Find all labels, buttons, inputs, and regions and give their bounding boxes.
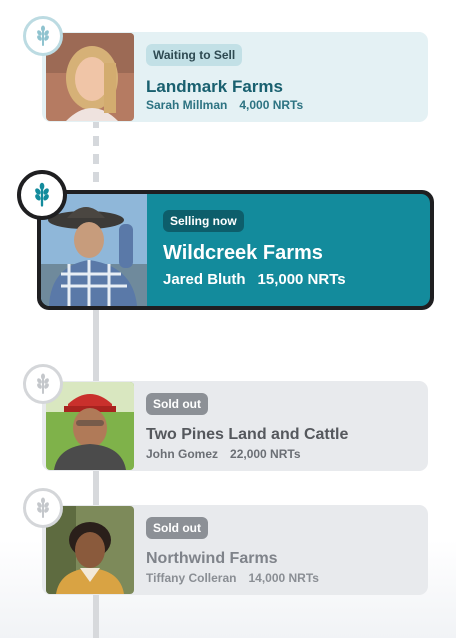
listing-card-two-pines[interactable]: Sold out Two Pines Land and Cattle John … bbox=[42, 381, 428, 471]
listing-meta: John Gomez 22,000 NRTs bbox=[146, 447, 301, 461]
wheat-icon bbox=[37, 497, 49, 518]
listing-card-northwind[interactable]: Sold out Northwind Farms Tiffany Collera… bbox=[42, 505, 428, 595]
nrt-amount: 14,000 NRTs bbox=[248, 571, 319, 585]
status-badge: Sold out bbox=[146, 517, 208, 539]
timeline-dashed-line bbox=[93, 118, 99, 194]
farm-name: Northwind Farms bbox=[146, 550, 278, 567]
farmer-name: Sarah Millman bbox=[146, 98, 228, 112]
farmer-photo bbox=[46, 382, 134, 470]
listing-card-wildcreek[interactable]: Selling now Wildcreek Farms Jared Bluth 1… bbox=[37, 190, 434, 310]
status-badge: Selling now bbox=[163, 210, 244, 232]
timeline-node-2 bbox=[17, 170, 67, 220]
nrt-amount: 15,000 NRTs bbox=[257, 271, 346, 288]
nrt-amount: 22,000 NRTs bbox=[230, 447, 301, 461]
farmer-name: Tiffany Colleran bbox=[146, 571, 237, 585]
farmer-photo bbox=[46, 506, 134, 594]
timeline-node-3 bbox=[23, 364, 63, 404]
listing-content: Sold out Two Pines Land and Cattle John … bbox=[134, 381, 428, 471]
listing-card-landmark[interactable]: Waiting to Sell Landmark Farms Sarah Mil… bbox=[42, 32, 428, 122]
farmer-name: John Gomez bbox=[146, 447, 219, 461]
timeline-node-4 bbox=[23, 488, 63, 528]
listing-content: Selling now Wildcreek Farms Jared Bluth 1… bbox=[147, 194, 430, 306]
farm-name: Landmark Farms bbox=[146, 77, 283, 96]
timeline-node-1 bbox=[23, 16, 63, 56]
listing-meta: Tiffany Colleran 14,000 NRTs bbox=[146, 571, 319, 585]
farmer-name: Jared Bluth bbox=[163, 271, 246, 288]
listing-content: Waiting to Sell Landmark Farms Sarah Mil… bbox=[134, 32, 428, 122]
status-badge: Sold out bbox=[146, 393, 208, 415]
wheat-icon bbox=[37, 25, 49, 46]
farm-name: Two Pines Land and Cattle bbox=[146, 426, 349, 443]
listing-meta: Jared Bluth 15,000 NRTs bbox=[163, 271, 346, 288]
listing-content: Sold out Northwind Farms Tiffany Collera… bbox=[134, 505, 428, 595]
farmer-photo bbox=[46, 33, 134, 121]
wheat-icon bbox=[35, 182, 49, 207]
wheat-icon bbox=[37, 373, 49, 394]
listing-meta: Sarah Millman 4,000 NRTs bbox=[146, 98, 303, 112]
nrt-amount: 4,000 NRTs bbox=[239, 98, 304, 112]
farm-name: Wildcreek Farms bbox=[163, 242, 323, 264]
status-badge: Waiting to Sell bbox=[146, 44, 243, 66]
